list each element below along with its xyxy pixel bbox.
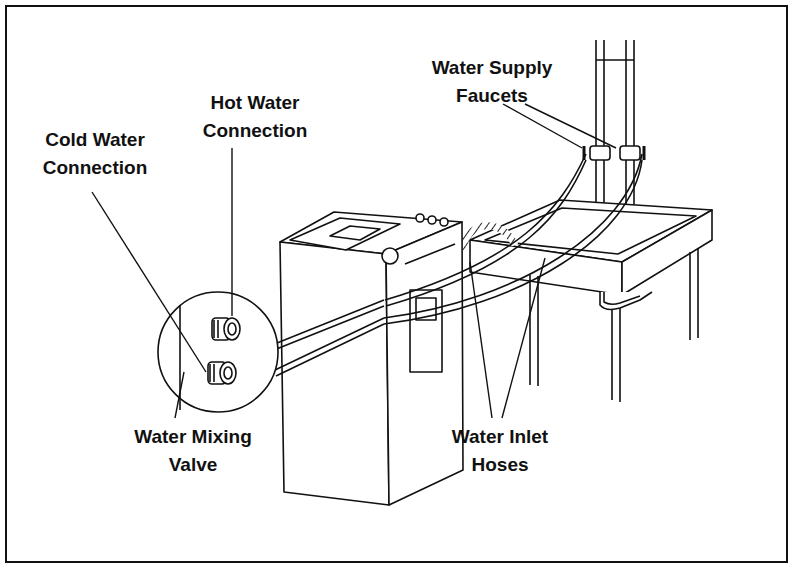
part-label: Water Mixing Valve [116, 423, 271, 479]
inlet-hoses [272, 154, 642, 376]
faucets [584, 146, 644, 160]
part-label: Hot Water Connection [190, 89, 320, 145]
part-label: Water Supply Faucets [407, 54, 577, 110]
supply-pipes [596, 40, 634, 205]
mixing-valve-inset [158, 292, 278, 412]
washing-machine [280, 212, 463, 505]
frame [6, 6, 787, 562]
part-label: Cold Water Connection [28, 126, 163, 182]
part-label: Water Inlet Hoses [433, 423, 568, 479]
leader-lines [92, 104, 616, 418]
